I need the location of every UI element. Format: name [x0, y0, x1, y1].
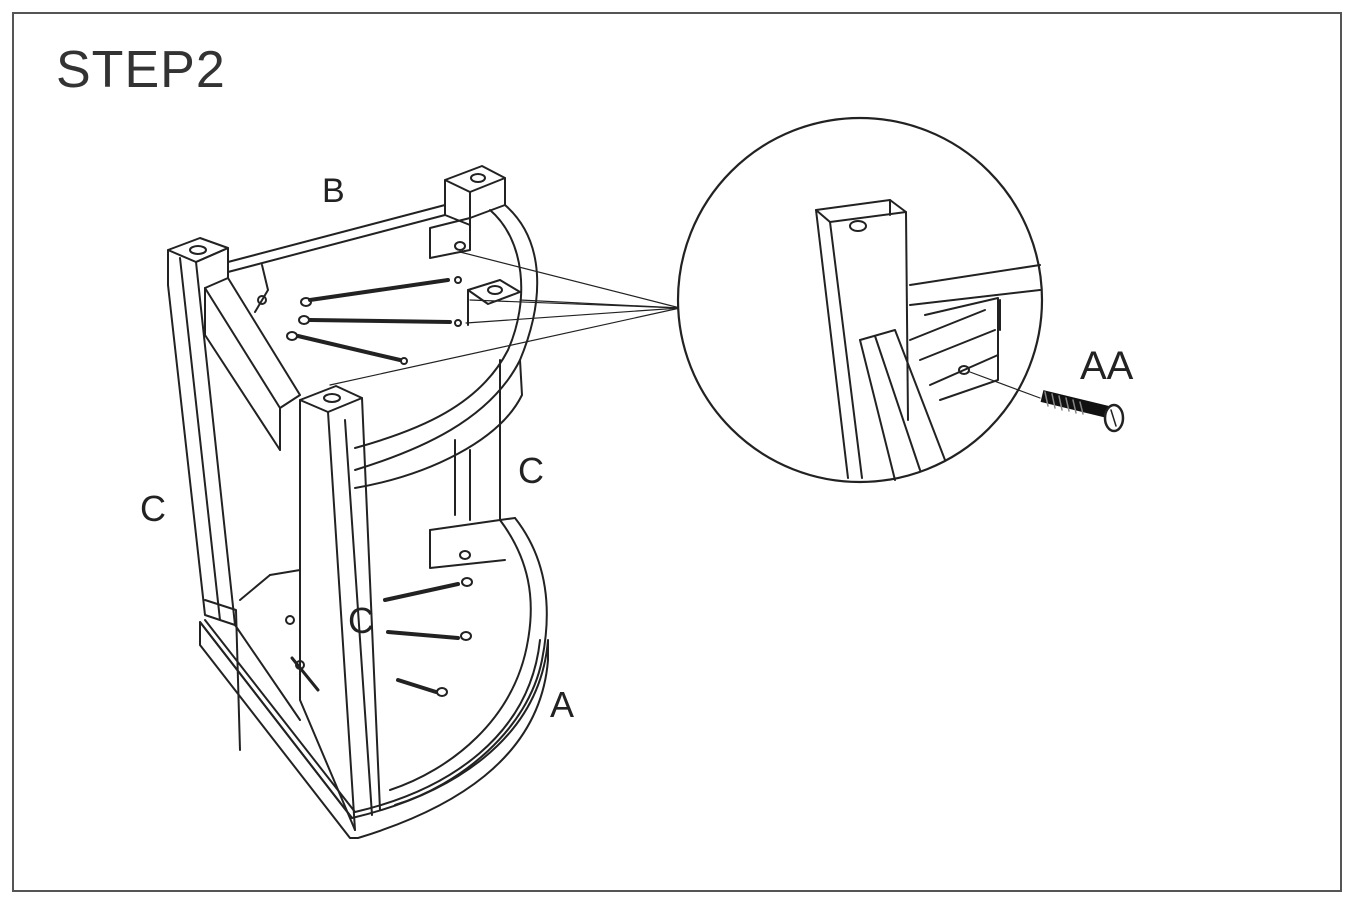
leg-c-front: [300, 386, 380, 830]
label-a: A: [550, 684, 575, 725]
callout-lines: [330, 252, 680, 385]
upper-shelf: [205, 205, 537, 488]
step-title: STEP2: [56, 41, 226, 99]
bottom-shelf-a: [200, 518, 548, 838]
screw-aa: [1042, 392, 1123, 431]
lower-shelf-edge: [205, 600, 300, 750]
leg-c-right: [455, 360, 500, 520]
rail-b: [228, 205, 445, 272]
leg-c-left: [168, 238, 235, 625]
label-b: B: [322, 172, 345, 210]
label-c-left: C: [140, 488, 166, 529]
label-c-center: C: [348, 600, 374, 641]
label-c-right: C: [518, 450, 544, 491]
leg-c-back: [445, 166, 505, 225]
label-aa: AA: [1080, 344, 1134, 388]
detail-circle: [678, 118, 1042, 482]
diagram-frame: [12, 12, 1342, 892]
